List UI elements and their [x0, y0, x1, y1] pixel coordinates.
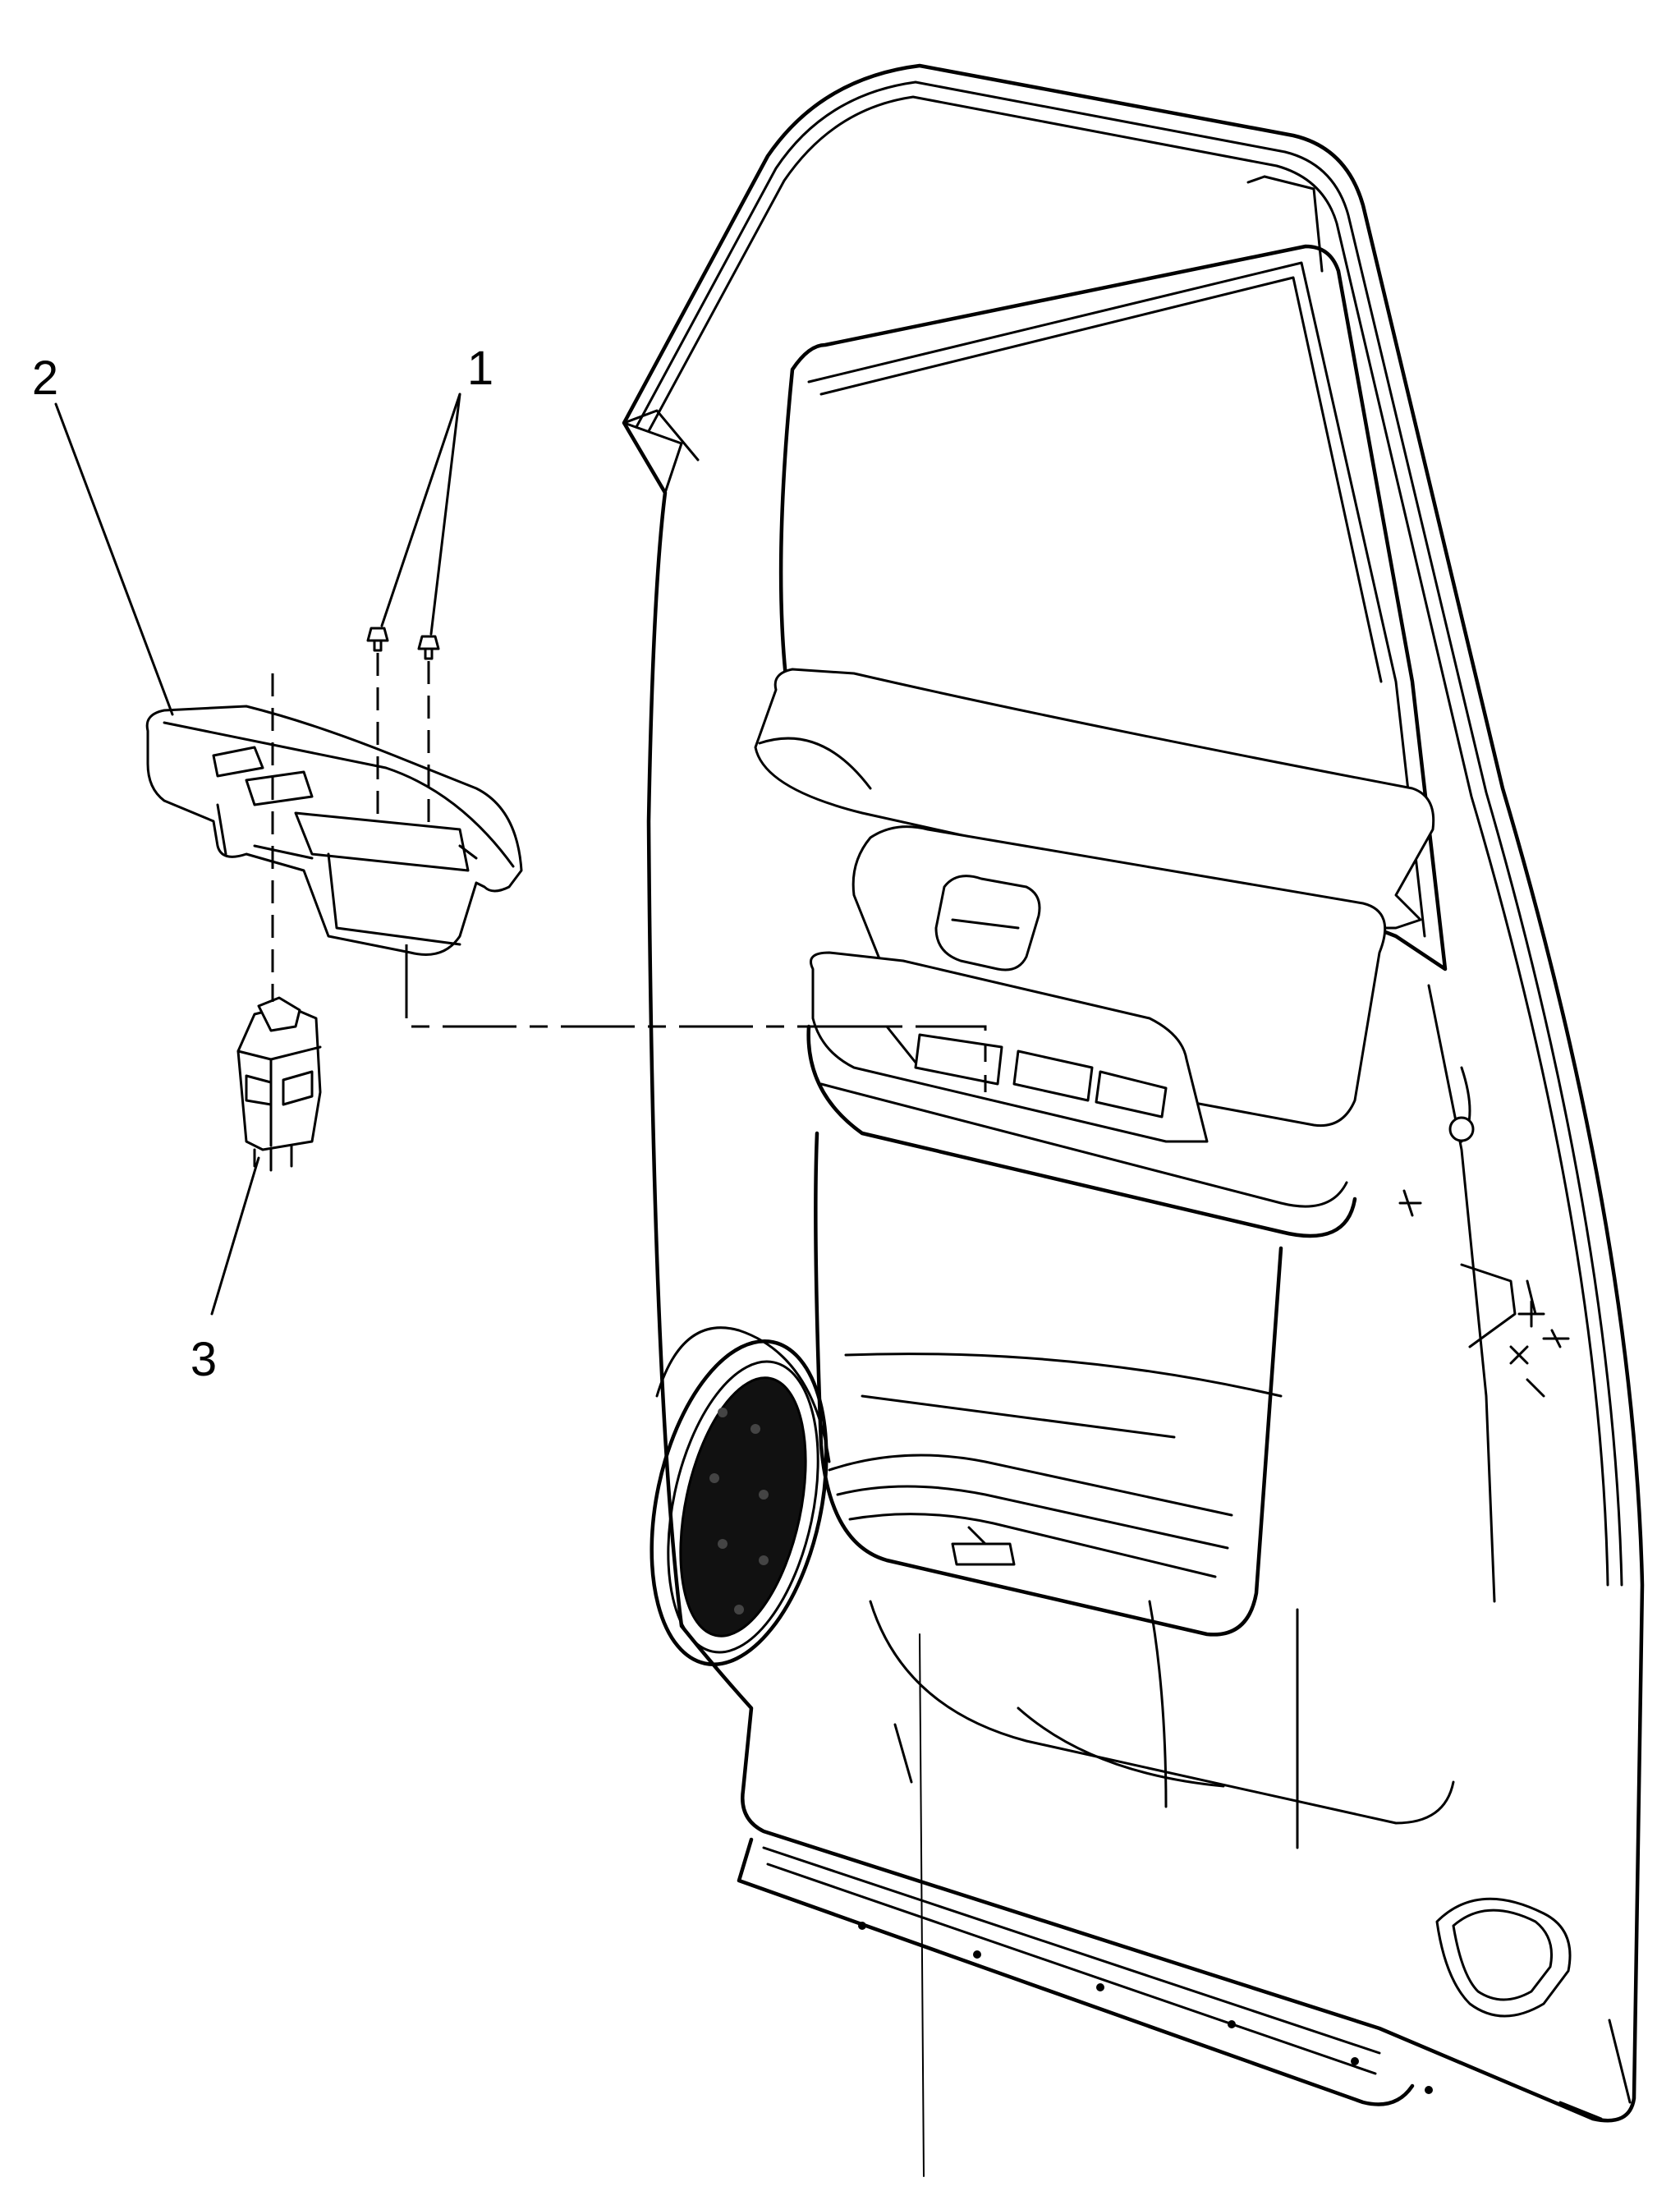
screw-right [417, 635, 440, 660]
component-window-switch [236, 996, 322, 1172]
component-switch-bezel [145, 705, 523, 956]
component-screws [366, 627, 440, 660]
door-panel [622, 63, 1645, 2177]
leader-lines [54, 393, 461, 1316]
callout-2: 2 [32, 351, 58, 405]
assembly-axes [271, 653, 987, 1092]
callout-1: 1 [467, 342, 493, 395]
speaker-grille [679, 1376, 807, 1638]
callout-3: 3 [190, 1333, 217, 1386]
screw-left [366, 627, 389, 652]
